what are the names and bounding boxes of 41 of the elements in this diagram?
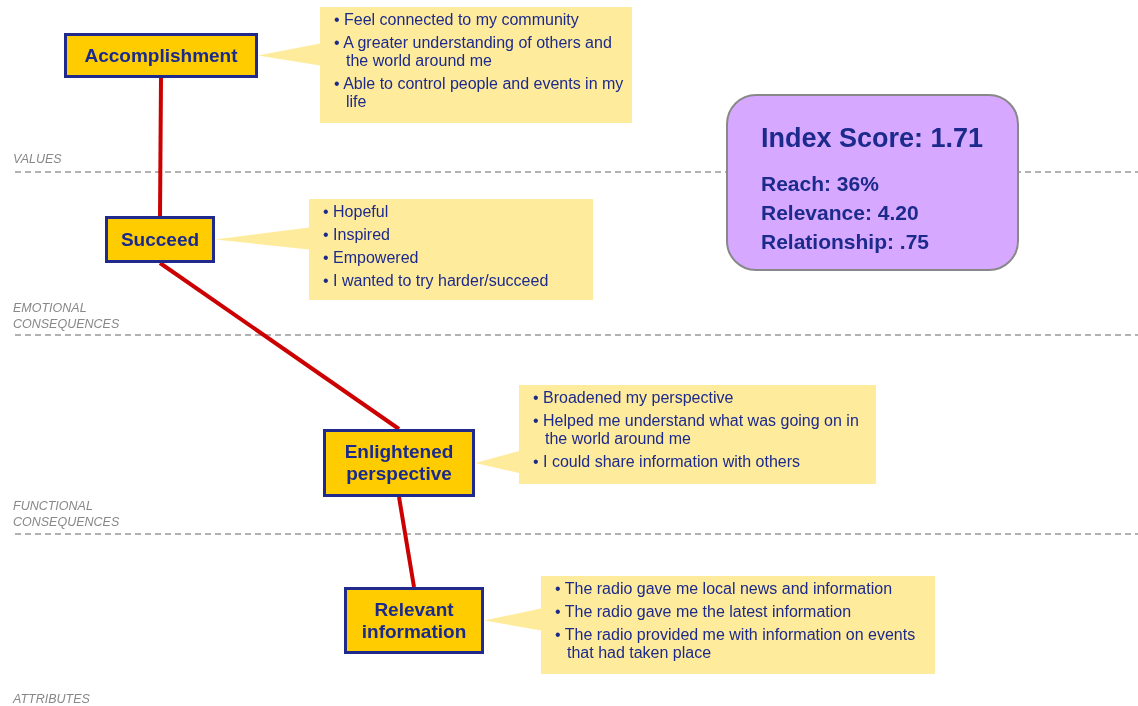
level-label: EMOTIONAL CONSEQUENCES [13, 300, 121, 332]
connector-line [158, 261, 401, 431]
callout-note [309, 199, 593, 300]
bullet-item: • Inspired [323, 226, 391, 244]
score-line: Relevance: 4.20 [761, 200, 920, 226]
level-label: ATTRIBUTES [13, 691, 91, 706]
bullet-item: • Broadened my perspective [533, 389, 735, 407]
score-line: Reach: 36% [761, 171, 880, 197]
callout-note [541, 576, 935, 674]
callout-pointer [215, 227, 309, 250]
connector-line [158, 78, 163, 216]
callout-pointer [484, 608, 541, 631]
ladder-box [323, 429, 475, 497]
connector-line [397, 496, 416, 588]
callout-note [320, 7, 632, 123]
bullet-item: • Helped me understand what was going on in the world around me [533, 412, 860, 448]
box-label: Succeed [120, 228, 200, 251]
bullet-item: • Empowered [323, 249, 420, 267]
ladder-box [344, 587, 484, 654]
callout-note [519, 385, 876, 484]
callout-pointer [475, 451, 519, 473]
bullet-item: • The radio provided me with information on events that had taken place [555, 626, 917, 662]
score-line: Relationship: .75 [761, 229, 931, 255]
score-panel [726, 94, 1019, 271]
bullet-item: • I wanted to try harder/succeed [323, 272, 550, 290]
box-label: Relevant information [360, 598, 468, 643]
bullet-item: • A greater understanding of others and the world around me [334, 34, 613, 70]
level-label: FUNCTIONAL CONSEQUENCES [13, 498, 121, 530]
box-label: Accomplishment [84, 44, 238, 67]
bullet-item: • I could share information with others [533, 453, 802, 471]
callout-pointer [258, 43, 320, 66]
score-heading: Index Score: 1.71 [761, 124, 985, 153]
bullet-item: • The radio gave me local news and information [555, 580, 894, 598]
ladder-box [105, 216, 215, 263]
box-label: Enlightened perspective [343, 441, 455, 485]
ladder-box [64, 33, 258, 78]
level-label: VALUES [13, 151, 63, 167]
bullet-item: • The radio gave me the latest information [555, 603, 853, 621]
bullet-item: • Hopeful [323, 203, 390, 221]
bullet-item: • Able to control people and events in my life [334, 75, 624, 111]
bullet-item: • Feel connected to my community [334, 11, 580, 29]
